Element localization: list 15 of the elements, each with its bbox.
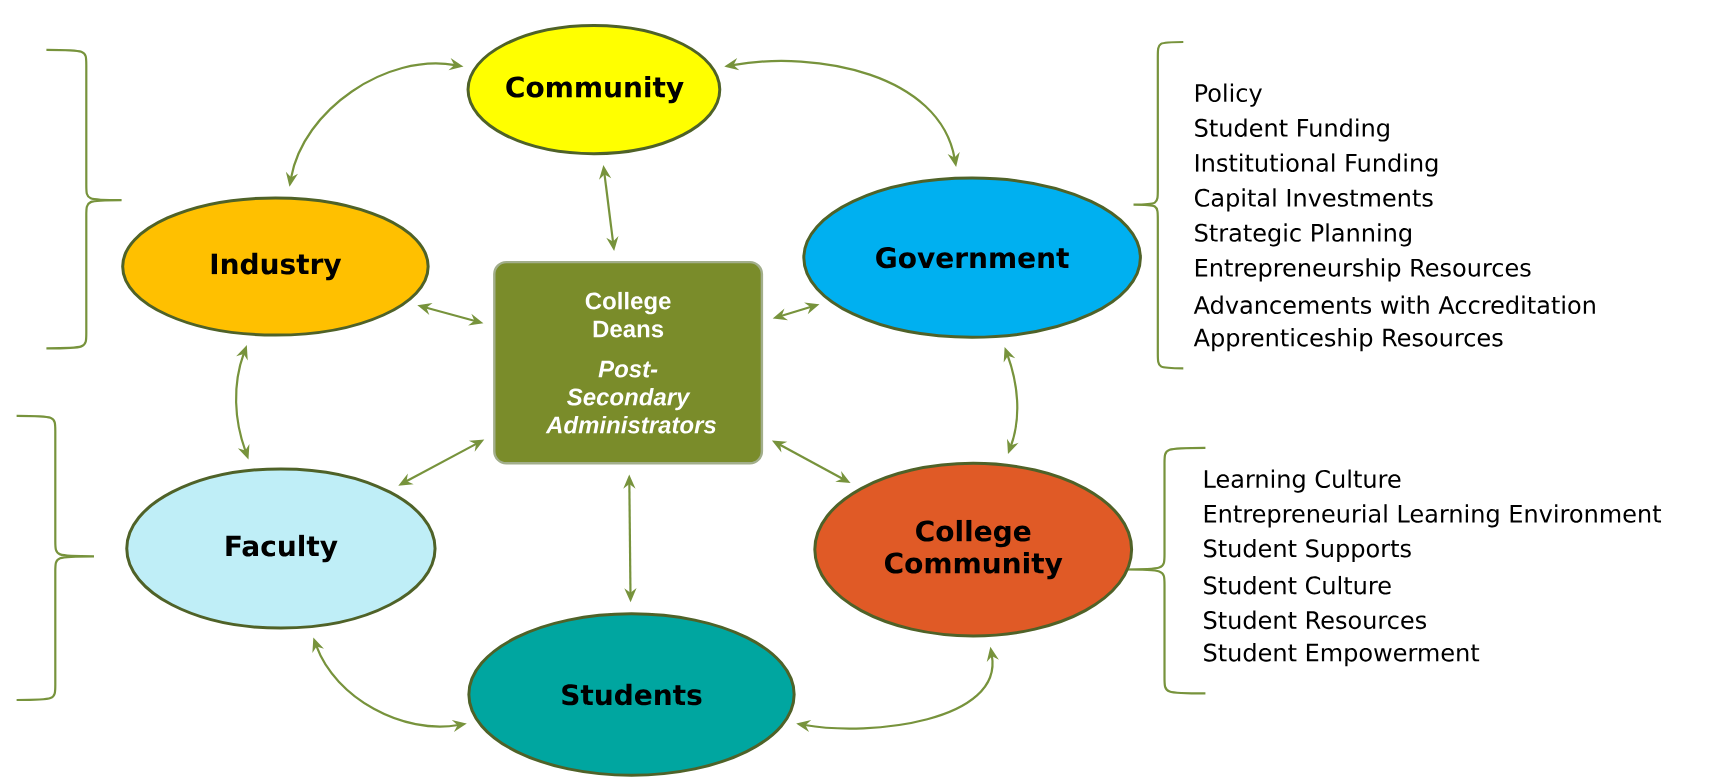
list-item: Apprenticeship Resources [1193,328,1503,352]
list-item: Learning Culture [1204,469,1401,493]
list-item: Student Empowerment [1204,643,1480,667]
list-item: Institutional Funding [1195,153,1438,177]
list-item: Student Supports [1204,538,1411,563]
list-item: Strategic Planning [1195,223,1411,247]
list-item: Student Funding [1195,118,1389,142]
list-item: Policy [1195,83,1262,107]
center-box: College Deans Post-Secondary Administrators [493,260,764,465]
list-item: Advancements with Accreditation [1193,295,1595,315]
list-item: Entrepreneurial Learning Environment [1204,504,1661,528]
list-item: Student Resources [1204,610,1426,630]
list-item: Capital Investments [1194,188,1433,212]
list-item: Student Culture [1204,575,1391,595]
list-item: Entrepreneurship Resources [1195,258,1531,282]
